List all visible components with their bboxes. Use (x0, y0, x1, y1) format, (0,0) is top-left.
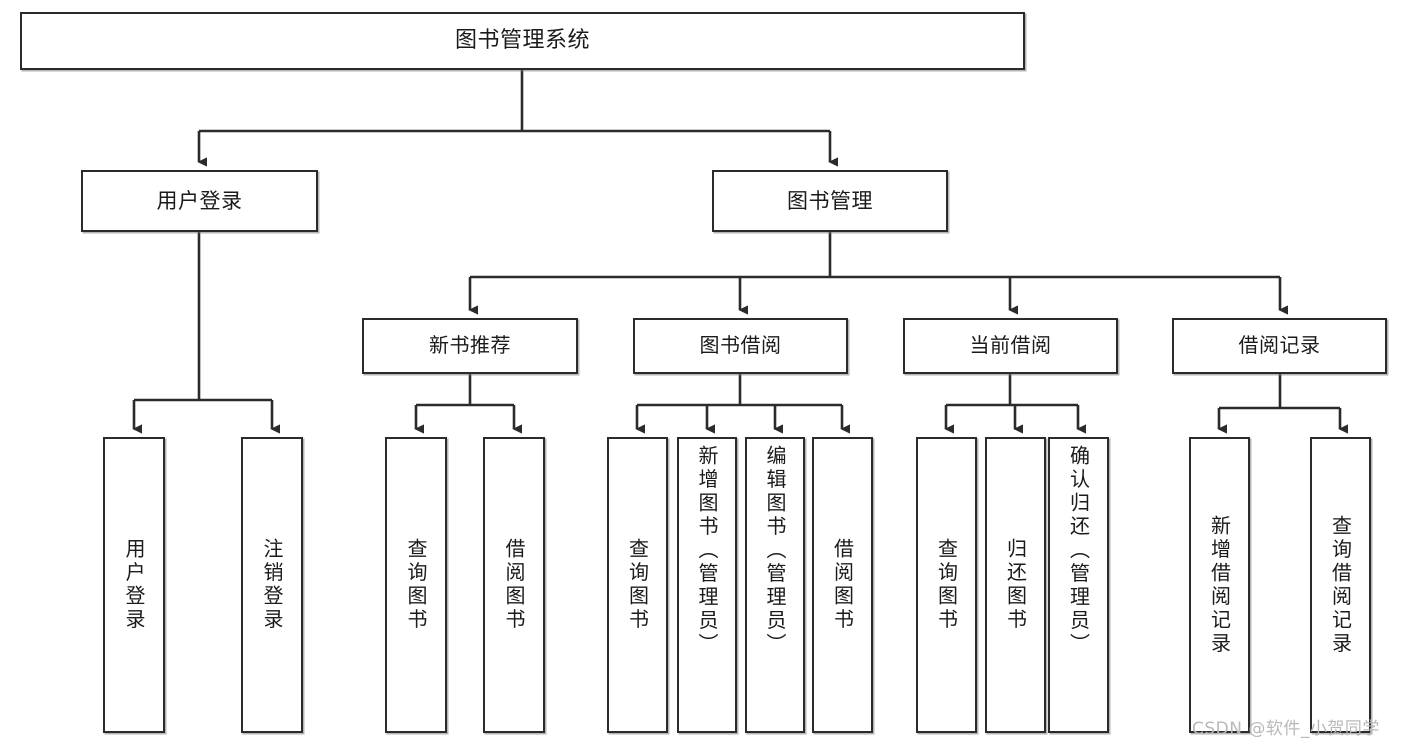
node-leaf-query-borrow-record[interactable]: 查询借阅记录 (1310, 437, 1371, 733)
node-label: 用户登录 (156, 188, 243, 213)
edge-newbookrec-to-leaves (414, 374, 522, 434)
node-label: 借阅记录 (1238, 333, 1321, 358)
node-label: 借阅图书 (830, 538, 855, 632)
node-leaf-confirm-return-admin[interactable]: 确认归还（管理员） (1048, 437, 1109, 733)
node-label: 新书推荐 (429, 333, 511, 358)
node-leaf-query-book-borrow[interactable]: 查询图书 (607, 437, 668, 733)
node-label: 新增借阅记录 (1207, 514, 1232, 656)
node-leaf-query-book-current[interactable]: 查询图书 (916, 437, 977, 733)
node-label: 编辑图书（管理员） (763, 445, 787, 657)
watermark-text: CSDN @软件_小贺同学 (1192, 719, 1380, 739)
node-new-book-rec[interactable]: 新书推荐 (362, 318, 578, 374)
node-label: 当前借阅 (969, 333, 1052, 358)
node-label: 注销登录 (260, 538, 284, 632)
node-leaf-user-logout[interactable]: 注销登录 (241, 437, 303, 733)
node-user-login[interactable]: 用户登录 (81, 170, 318, 232)
node-leaf-add-borrow-record[interactable]: 新增借阅记录 (1189, 437, 1250, 733)
node-book-manage[interactable]: 图书管理 (712, 170, 948, 232)
node-leaf-edit-book-admin[interactable]: 编辑图书（管理员） (745, 437, 805, 733)
edge-booksmanage-to-level3 (468, 232, 1288, 315)
node-book-borrow[interactable]: 图书借阅 (633, 318, 848, 374)
node-leaf-return-book[interactable]: 归还图书 (985, 437, 1046, 733)
node-leaf-query-book-rec[interactable]: 查询图书 (385, 437, 447, 733)
node-label: 查询借阅记录 (1328, 514, 1353, 656)
edge-userlogin-to-leaves (132, 232, 280, 434)
edge-root-to-level2 (197, 70, 838, 167)
node-label: 归还图书 (1003, 538, 1028, 632)
node-label: 查询图书 (934, 538, 959, 632)
edge-bookborrow-to-leaves (635, 374, 850, 434)
node-label: 查询图书 (404, 538, 428, 632)
node-borrow-record[interactable]: 借阅记录 (1172, 318, 1387, 374)
node-label: 借阅图书 (502, 538, 526, 632)
node-label: 新增图书（管理员） (695, 445, 719, 657)
node-label: 查询图书 (625, 538, 650, 632)
node-label: 用户登录 (122, 538, 146, 632)
edge-borrowrecord-to-leaves (1217, 374, 1348, 434)
node-label: 图书管理系统 (454, 28, 590, 54)
node-leaf-borrow-book-rec[interactable]: 借阅图书 (483, 437, 545, 733)
node-leaf-borrow-book[interactable]: 借阅图书 (812, 437, 873, 733)
node-root-system[interactable]: 图书管理系统 (20, 12, 1025, 70)
node-leaf-user-login[interactable]: 用户登录 (103, 437, 165, 733)
edge-currentborrow-to-leaves (944, 374, 1086, 434)
node-current-borrow[interactable]: 当前借阅 (903, 318, 1118, 374)
node-leaf-add-book-admin[interactable]: 新增图书（管理员） (677, 437, 737, 733)
node-label: 图书管理 (787, 188, 873, 213)
node-label: 图书借阅 (699, 333, 782, 358)
node-label: 确认归还（管理员） (1066, 445, 1091, 657)
